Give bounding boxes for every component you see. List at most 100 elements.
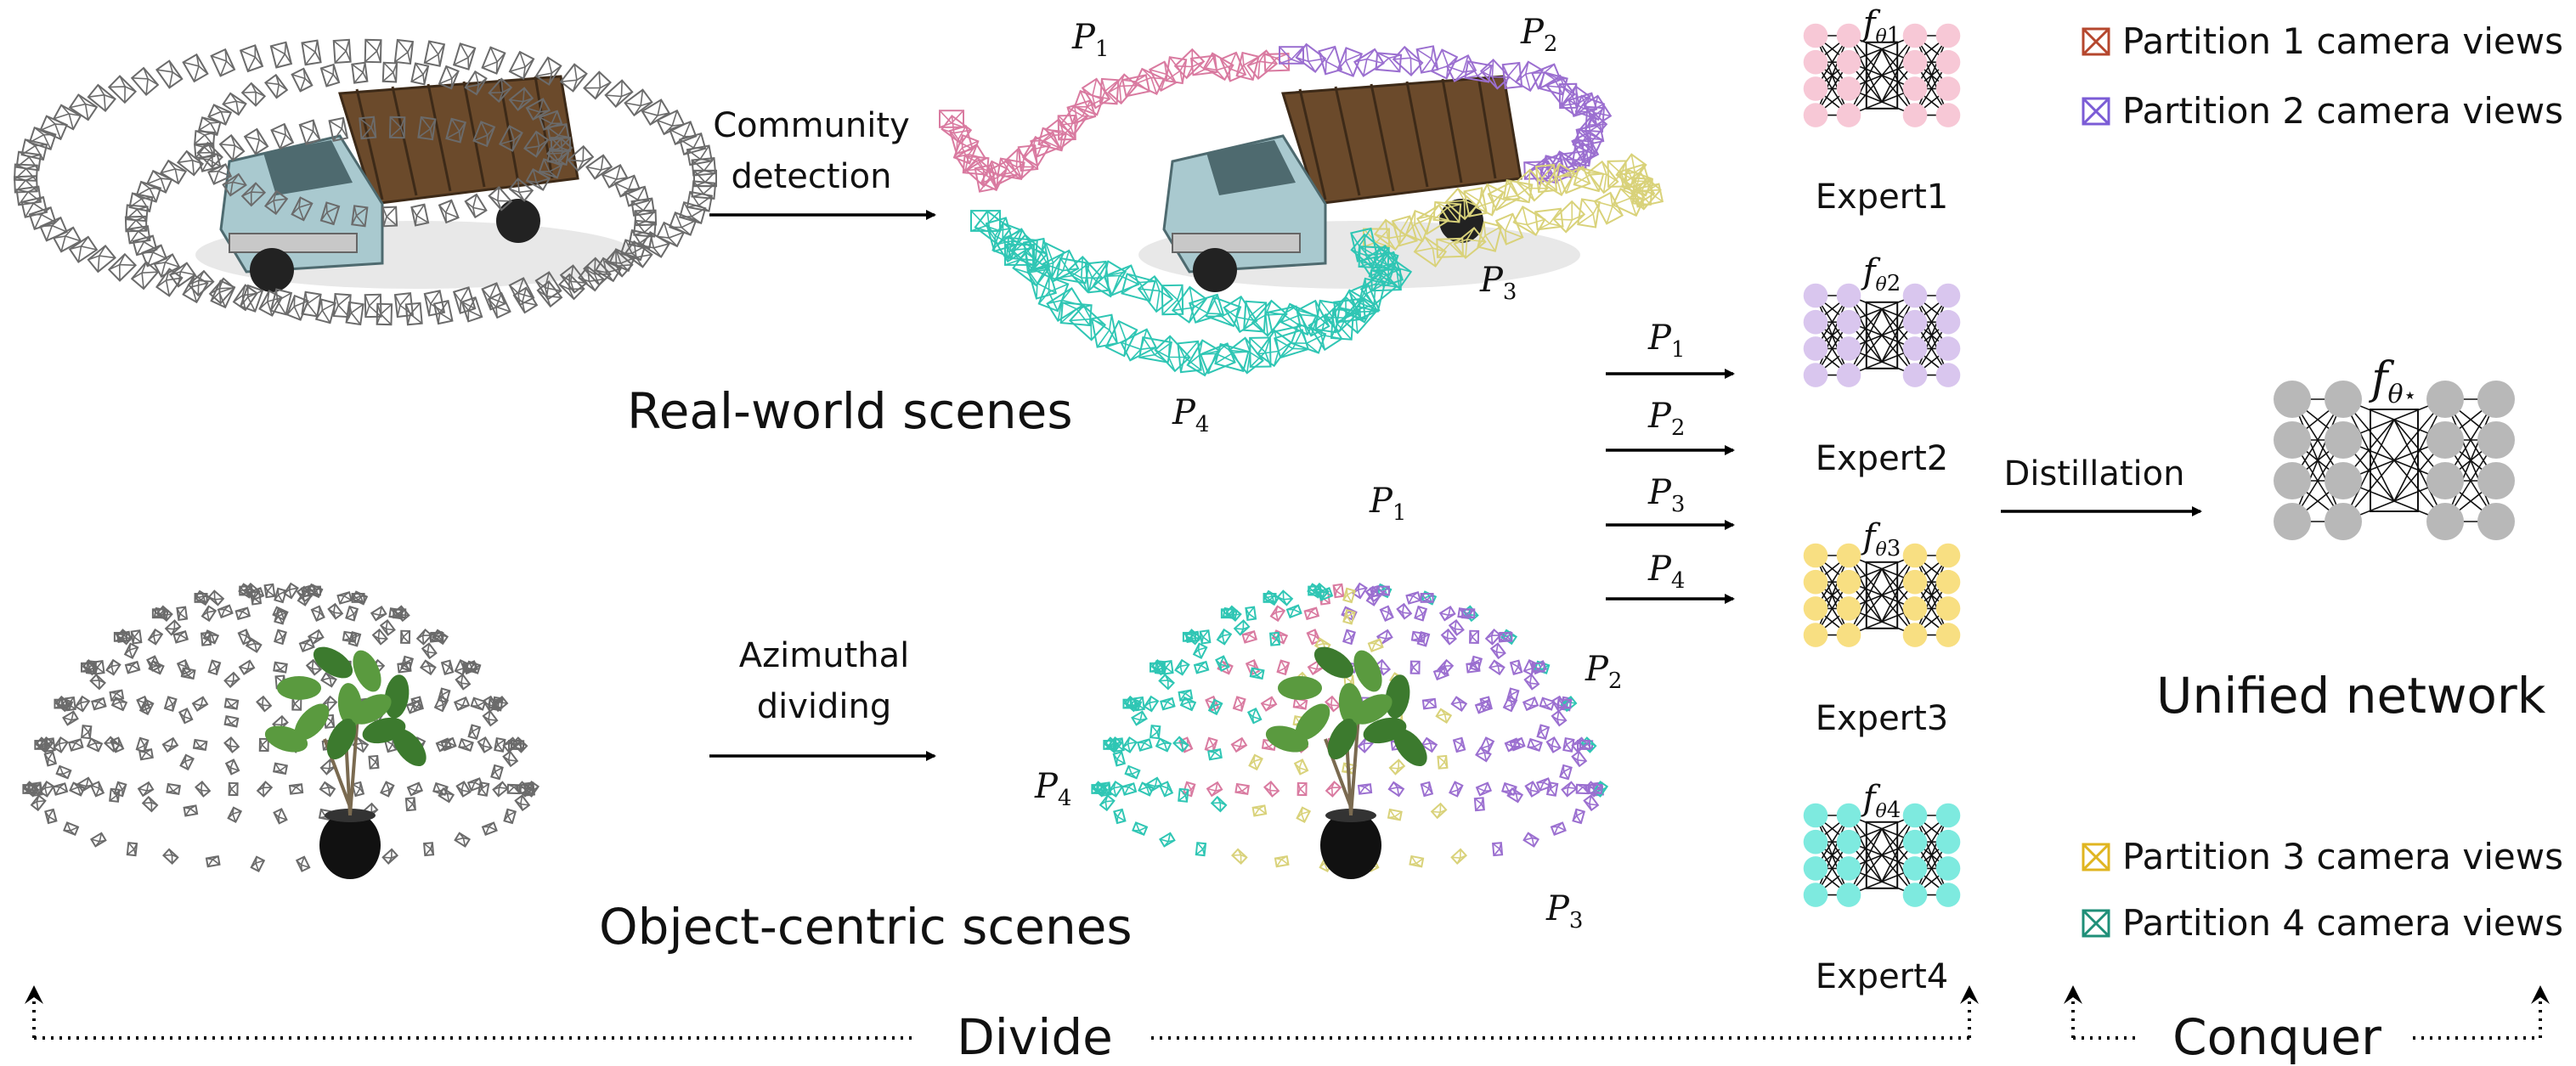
camera-frustum-icon — [1206, 781, 1223, 798]
neuron — [1836, 76, 1861, 101]
camera-frustum-icon — [55, 764, 72, 780]
camera-frustum-icon — [503, 808, 517, 825]
camera-frustum-icon — [1524, 781, 1540, 798]
camera-frustum-icon — [583, 71, 612, 100]
conquer-label: Conquer — [2172, 1008, 2381, 1066]
camera-frustum-icon — [320, 672, 337, 688]
camera-frustum-icon — [1121, 782, 1138, 796]
camera-frustum-icon — [1106, 736, 1123, 753]
camera-frustum-icon — [288, 783, 304, 795]
camera-frustum-icon — [20, 138, 48, 161]
camera-frustum-icon — [1527, 737, 1543, 753]
camera-frustum-icon — [1438, 605, 1456, 622]
edge — [1848, 308, 1883, 375]
camera-frustum-icon — [1469, 629, 1480, 644]
camera-frustum-icon — [417, 116, 437, 141]
camera-frustum-icon — [1415, 45, 1439, 74]
expert3-symbol: fθ3 — [1862, 517, 1901, 561]
leaf — [1313, 646, 1354, 679]
camera-frustum-icon — [232, 284, 258, 312]
truck-bed — [338, 75, 579, 206]
camera-frustum-icon — [1342, 629, 1356, 646]
leaf — [1393, 728, 1427, 767]
camera-frustum-icon — [1145, 776, 1163, 792]
camera-frustum-icon — [1269, 605, 1286, 623]
community-detection-label-2: detection — [731, 157, 892, 196]
camera-frustum-icon — [488, 77, 513, 103]
neuron — [2426, 462, 2464, 499]
windshield — [263, 140, 353, 195]
camera-frustum-icon — [347, 630, 362, 647]
camera-frustum-icon — [1379, 605, 1394, 622]
neuron — [1935, 596, 1961, 621]
camera-frustum-icon — [1588, 784, 1602, 794]
neuron — [1902, 336, 1928, 361]
neuron — [2426, 421, 2464, 459]
camera-frustum-icon — [52, 782, 69, 796]
neuron — [2426, 381, 2464, 418]
camera-frustum-icon — [1357, 736, 1374, 753]
camera-frustum-icon — [359, 116, 377, 140]
neuron — [1803, 803, 1828, 828]
camera-frustum-icon — [1317, 587, 1334, 601]
camera-frustum-icon — [126, 842, 138, 857]
neuron — [1935, 336, 1961, 361]
camera-frustum-icon — [1325, 695, 1342, 713]
legend-label: Partition 4 camera views — [2122, 902, 2563, 944]
camera-frustum-icon — [274, 629, 287, 646]
camera-frustum-icon — [62, 710, 79, 726]
camera-frustum-icon — [1235, 51, 1260, 82]
camera-frustum-icon — [585, 154, 613, 180]
leaf — [294, 703, 330, 741]
bumper — [229, 233, 358, 253]
camera-frustum-icon — [1161, 284, 1184, 316]
camera-frustum-icon — [1453, 226, 1487, 260]
camera-frustum-icon — [76, 776, 94, 792]
camera-frustum-icon — [523, 130, 550, 158]
camera-frustum-icon — [87, 244, 116, 274]
camera-frustum-icon — [1396, 602, 1413, 620]
wheel — [250, 248, 294, 292]
camera-frustum-icon — [298, 119, 321, 146]
camera-frustum-icon — [432, 299, 454, 325]
camera-frustum-icon — [489, 698, 503, 709]
bumper — [1172, 233, 1301, 253]
camera-frustum-icon — [161, 848, 179, 866]
divide-left-arrow-head — [25, 985, 43, 1004]
camera-frustum-icon — [1189, 54, 1218, 76]
camera-frustum-icon — [269, 41, 293, 69]
camera-frustum-icon — [223, 736, 240, 753]
camera-frustum-icon — [176, 149, 205, 177]
camera-frustum-icon — [381, 848, 399, 865]
camera-frustum-icon — [594, 257, 622, 283]
neuron — [1836, 103, 1861, 127]
camera-frustum-icon — [604, 79, 634, 108]
neuron — [2325, 503, 2362, 540]
bottleneck-box — [1865, 821, 1899, 889]
camera-frustum-icon — [1475, 746, 1492, 763]
edge — [1881, 35, 1916, 103]
camera-frustum-icon — [207, 659, 222, 676]
edge — [1914, 35, 1949, 116]
camera-frustum-icon — [1558, 166, 1591, 195]
camera-frustum-icon — [1296, 806, 1312, 824]
camera-frustum-icon — [38, 781, 55, 798]
leaf — [1353, 650, 1382, 692]
camera-frustum-icon — [332, 38, 352, 65]
camera-frustum-icon — [68, 93, 99, 121]
camera-frustum-icon — [437, 687, 451, 703]
camera-frustum-icon — [1042, 249, 1080, 283]
camera-frustum-icon — [1561, 781, 1578, 798]
camera-frustum-icon — [1104, 319, 1138, 358]
camera-frustum-icon — [1121, 736, 1138, 753]
camera-frustum-icon — [1306, 629, 1321, 646]
camera-frustum-icon — [1523, 673, 1540, 691]
camera-frustum-icon — [1577, 198, 1601, 228]
camera-frustum-icon — [328, 116, 349, 143]
camera-frustum-icon — [109, 689, 125, 702]
expert2-network — [1803, 283, 1961, 387]
camera-frustum-icon — [138, 748, 154, 761]
camera-frustum-icon — [240, 82, 267, 107]
legend-partition-2: Partition 2 camera views — [2082, 90, 2563, 132]
camera-frustum-icon — [1233, 619, 1251, 636]
